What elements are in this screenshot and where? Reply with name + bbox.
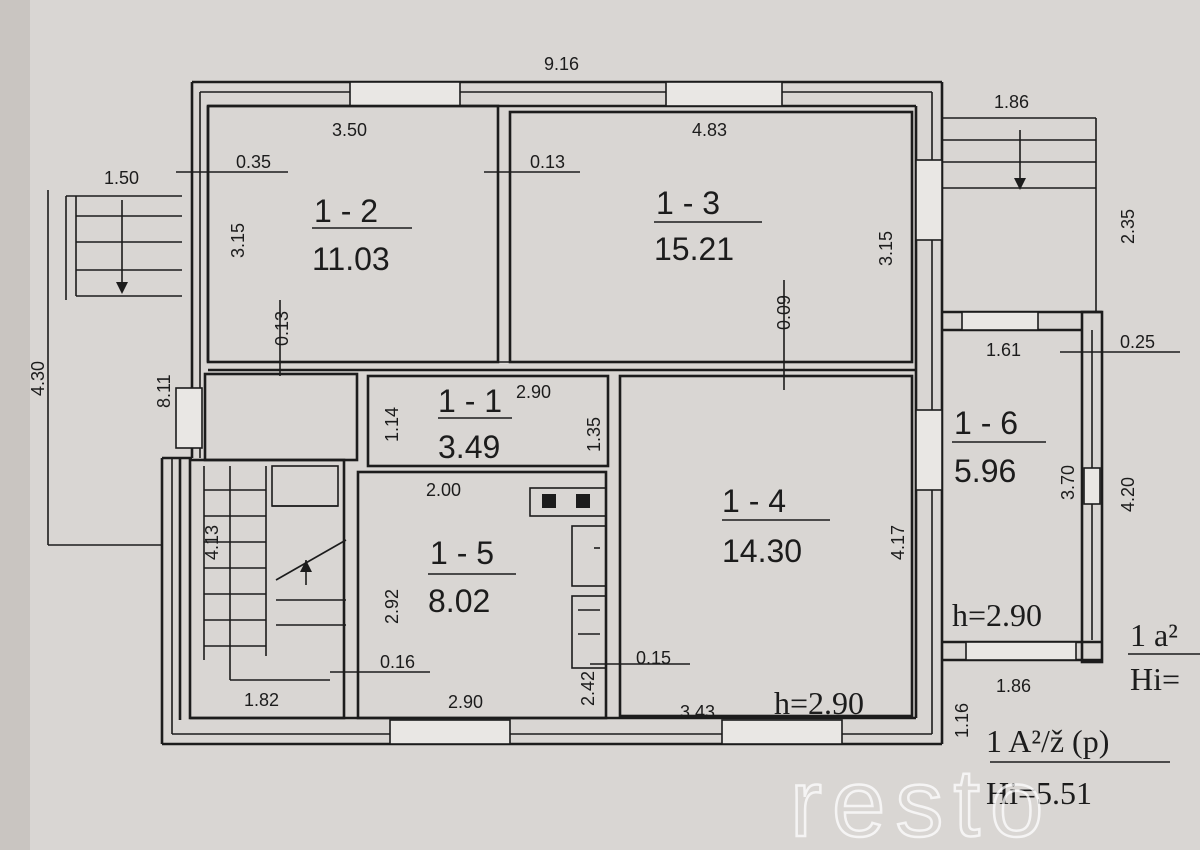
room-1-1-label: 1 - 1 (438, 383, 502, 419)
room-1-4-area: 14.30 (722, 533, 802, 569)
dim-room15-bottom: 2.90 (448, 692, 483, 712)
legend-side-hi: Hi= (1130, 661, 1180, 697)
dim-bottom-right: 1.16 (952, 703, 972, 738)
dim-room15-top: 2.00 (426, 480, 461, 500)
room14-height-mark: h=2.90 (774, 685, 864, 721)
left-steps (47, 190, 182, 546)
right-annex (942, 117, 1104, 664)
dim-room14-bottom: 3.43 (680, 702, 715, 722)
room-1-2-area: 11.03 (312, 241, 390, 277)
legend-main-hi: Hi=5.51 (986, 775, 1092, 811)
dim-stair-height: 4.13 (202, 525, 222, 560)
room-1-5-area: 8.02 (428, 583, 490, 619)
room16-height-mark: h=2.90 (952, 597, 1042, 633)
dim-room11-left: 1.14 (382, 407, 402, 442)
windows (175, 81, 943, 745)
room-1-1-area: 3.49 (438, 429, 500, 465)
legend-side-title: 1 a² (1130, 617, 1178, 653)
dim-room13-height: 3.15 (876, 231, 896, 266)
dim-room13-width: 4.83 (692, 120, 727, 140)
dim-stair-wall: 0.16 (380, 652, 415, 672)
stairs (203, 465, 347, 681)
dim-room16-outer: 4.20 (1118, 477, 1138, 512)
watermark: resto (790, 750, 1053, 850)
dim-room12-height: 3.15 (228, 223, 248, 258)
dim-overall-width: 9.16 (544, 54, 579, 74)
interior-walls (188, 104, 916, 720)
dim-room16-wall: 0.25 (1120, 332, 1155, 352)
dim-room12-width: 3.50 (332, 120, 367, 140)
outer-walls (160, 80, 944, 746)
dim-partition-013b: 0.13 (272, 311, 292, 346)
dim-right-steps-depth: 2.35 (1118, 209, 1138, 244)
legend-main-title: 1 A²/ž (p) (986, 723, 1109, 759)
dim-left-total: 4.30 (28, 361, 48, 396)
room-1-3-label: 1 - 3 (656, 185, 720, 221)
room-1-6-area: 5.96 (954, 453, 1016, 489)
dim-kitchen-height: 2.42 (578, 671, 598, 706)
room-1-3-area: 15.21 (654, 231, 734, 267)
dim-partition-009: 0.09 (774, 295, 794, 330)
dim-room12-wall: 0.35 (236, 152, 271, 172)
room-1-6-label: 1 - 6 (954, 405, 1018, 441)
dim-room16-width: 1.61 (986, 340, 1021, 360)
dim-partition-13: 0.13 (530, 152, 565, 172)
kitchen-fixtures (529, 487, 607, 669)
room-1-5-label: 1 - 5 (430, 535, 494, 571)
dim-partition-015: 0.15 (636, 648, 671, 668)
dim-room11-width: 2.90 (516, 382, 551, 402)
leader-lines (176, 171, 1200, 763)
dim-room16-height: 3.70 (1058, 465, 1078, 500)
dim-room14-height: 4.17 (888, 525, 908, 560)
room-1-4-label: 1 - 4 (722, 483, 786, 519)
paper-shadow (0, 0, 30, 850)
dim-right-steps-width: 1.86 (994, 92, 1029, 112)
dim-room16-bottom: 1.86 (996, 676, 1031, 696)
dim-stair-width: 1.82 (244, 690, 279, 710)
dim-room11-right: 1.35 (584, 417, 604, 452)
room-1-2-label: 1 - 2 (314, 193, 378, 229)
dim-room15-height: 2.92 (382, 589, 402, 624)
dim-left-height: 8.11 (154, 374, 174, 408)
dim-left-steps-width: 1.50 (104, 168, 139, 188)
